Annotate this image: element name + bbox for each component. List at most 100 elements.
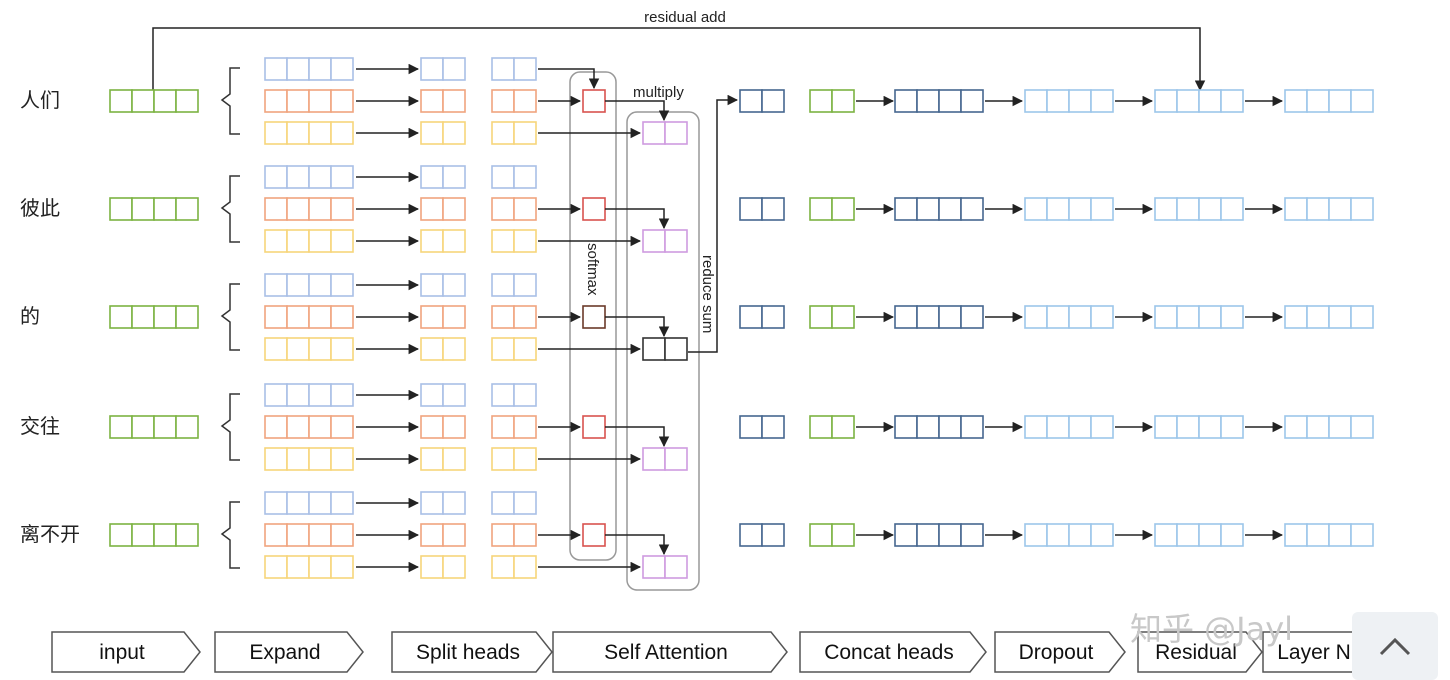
split-head: [420, 555, 466, 579]
split-head: [420, 165, 466, 189]
stage-expand: Expand: [214, 631, 364, 673]
expanded-vector: [264, 121, 354, 145]
split-head: [420, 273, 466, 297]
query-to-softmax-arrow: [538, 68, 600, 90]
expanded-vector: [264, 57, 354, 81]
expanded-vector: [264, 197, 354, 221]
token-label: 交往: [20, 414, 60, 438]
token-row-1: 彼此: [20, 165, 1374, 253]
attention-input-head: [491, 337, 537, 361]
split-head: [420, 57, 466, 81]
residual-vector: [1154, 305, 1244, 329]
split-head: [420, 121, 466, 145]
input-embedding: [109, 415, 199, 439]
stage-concat-heads: Concat heads: [799, 631, 987, 673]
softmax-score: [582, 89, 606, 113]
expanded-vector: [264, 415, 354, 439]
score-to-multiply-arrow: [605, 426, 670, 448]
score-to-multiply-arrow: [605, 208, 670, 230]
attention-output-head: [739, 197, 785, 221]
concat-head: [809, 523, 855, 547]
residual-vector: [1154, 523, 1244, 547]
attention-input-head: [491, 121, 537, 145]
chevron-up-icon: [1379, 637, 1411, 656]
stage-label: input: [99, 641, 145, 664]
expanded-vector: [264, 383, 354, 407]
stage-self-attention: Self Attention: [552, 631, 788, 673]
token-row-2: 的: [20, 273, 1374, 361]
dropout-vector: [1024, 415, 1114, 439]
expand-bracket: [220, 501, 240, 569]
multiply-label: multiply: [633, 84, 684, 101]
concat-vector: [894, 89, 984, 113]
expanded-vector: [264, 305, 354, 329]
input-embedding: [109, 197, 199, 221]
split-head: [420, 383, 466, 407]
softmax-container: [569, 71, 617, 561]
attention-input-head: [491, 89, 537, 113]
split-head: [420, 89, 466, 113]
expanded-vector: [264, 229, 354, 253]
expand-bracket: [220, 393, 240, 461]
score-to-multiply-arrow: [605, 534, 670, 556]
reduce-sum-label: reduce sum: [699, 255, 716, 333]
layernorm-vector: [1284, 523, 1374, 547]
token-row-3: 交往: [20, 383, 1374, 471]
stage-label: Residual: [1155, 641, 1237, 664]
expanded-vector: [264, 491, 354, 515]
layernorm-vector: [1284, 89, 1374, 113]
split-head: [420, 523, 466, 547]
dropout-vector: [1024, 89, 1114, 113]
softmax-score: [582, 305, 606, 329]
split-head: [420, 415, 466, 439]
concat-head: [809, 305, 855, 329]
attention-input-head: [491, 415, 537, 439]
attention-output-head: [739, 523, 785, 547]
expanded-vector: [264, 555, 354, 579]
stage-split-heads: Split heads: [391, 631, 553, 673]
expanded-vector: [264, 337, 354, 361]
input-embedding: [109, 523, 199, 547]
concat-vector: [894, 523, 984, 547]
attention-input-head: [491, 165, 537, 189]
concat-vector: [894, 197, 984, 221]
token-label: 的: [20, 304, 40, 328]
weighted-value: [642, 447, 688, 471]
expand-bracket: [220, 67, 240, 135]
attention-output-head: [739, 89, 785, 113]
token-row-0: 人们: [20, 57, 1374, 145]
stage-label: Split heads: [416, 641, 520, 664]
token-label: 彼此: [20, 196, 60, 220]
attention-input-head: [491, 383, 537, 407]
input-embedding: [109, 305, 199, 329]
expand-bracket: [220, 175, 240, 243]
token-row-4: 离不开: [20, 491, 1374, 579]
stage-label: Expand: [249, 641, 320, 664]
attention-input-head: [491, 305, 537, 329]
dropout-vector: [1024, 305, 1114, 329]
expanded-vector: [264, 523, 354, 547]
score-to-multiply-arrow: [605, 316, 670, 338]
scroll-to-top-button[interactable]: [1352, 612, 1438, 680]
softmax-score: [582, 197, 606, 221]
stage-dropout: Dropout: [994, 631, 1126, 673]
dropout-vector: [1024, 523, 1114, 547]
softmax-score: [582, 415, 606, 439]
residual-vector: [1154, 415, 1244, 439]
split-head: [420, 197, 466, 221]
attention-input-head: [491, 447, 537, 471]
concat-vector: [894, 415, 984, 439]
layernorm-vector: [1284, 415, 1374, 439]
expanded-vector: [264, 89, 354, 113]
token-label: 人们: [20, 88, 60, 112]
concat-head: [809, 415, 855, 439]
concat-head: [809, 89, 855, 113]
stage-bar: input Expand Split heads Self Attention Conc…: [51, 631, 1374, 673]
softmax-label: softmax: [584, 243, 601, 296]
attention-input-head: [491, 229, 537, 253]
attention-input-head: [491, 57, 537, 81]
attention-input-head: [491, 197, 537, 221]
concat-head: [809, 197, 855, 221]
stage-label: Self Attention: [604, 641, 728, 664]
attention-output-head: [739, 305, 785, 329]
